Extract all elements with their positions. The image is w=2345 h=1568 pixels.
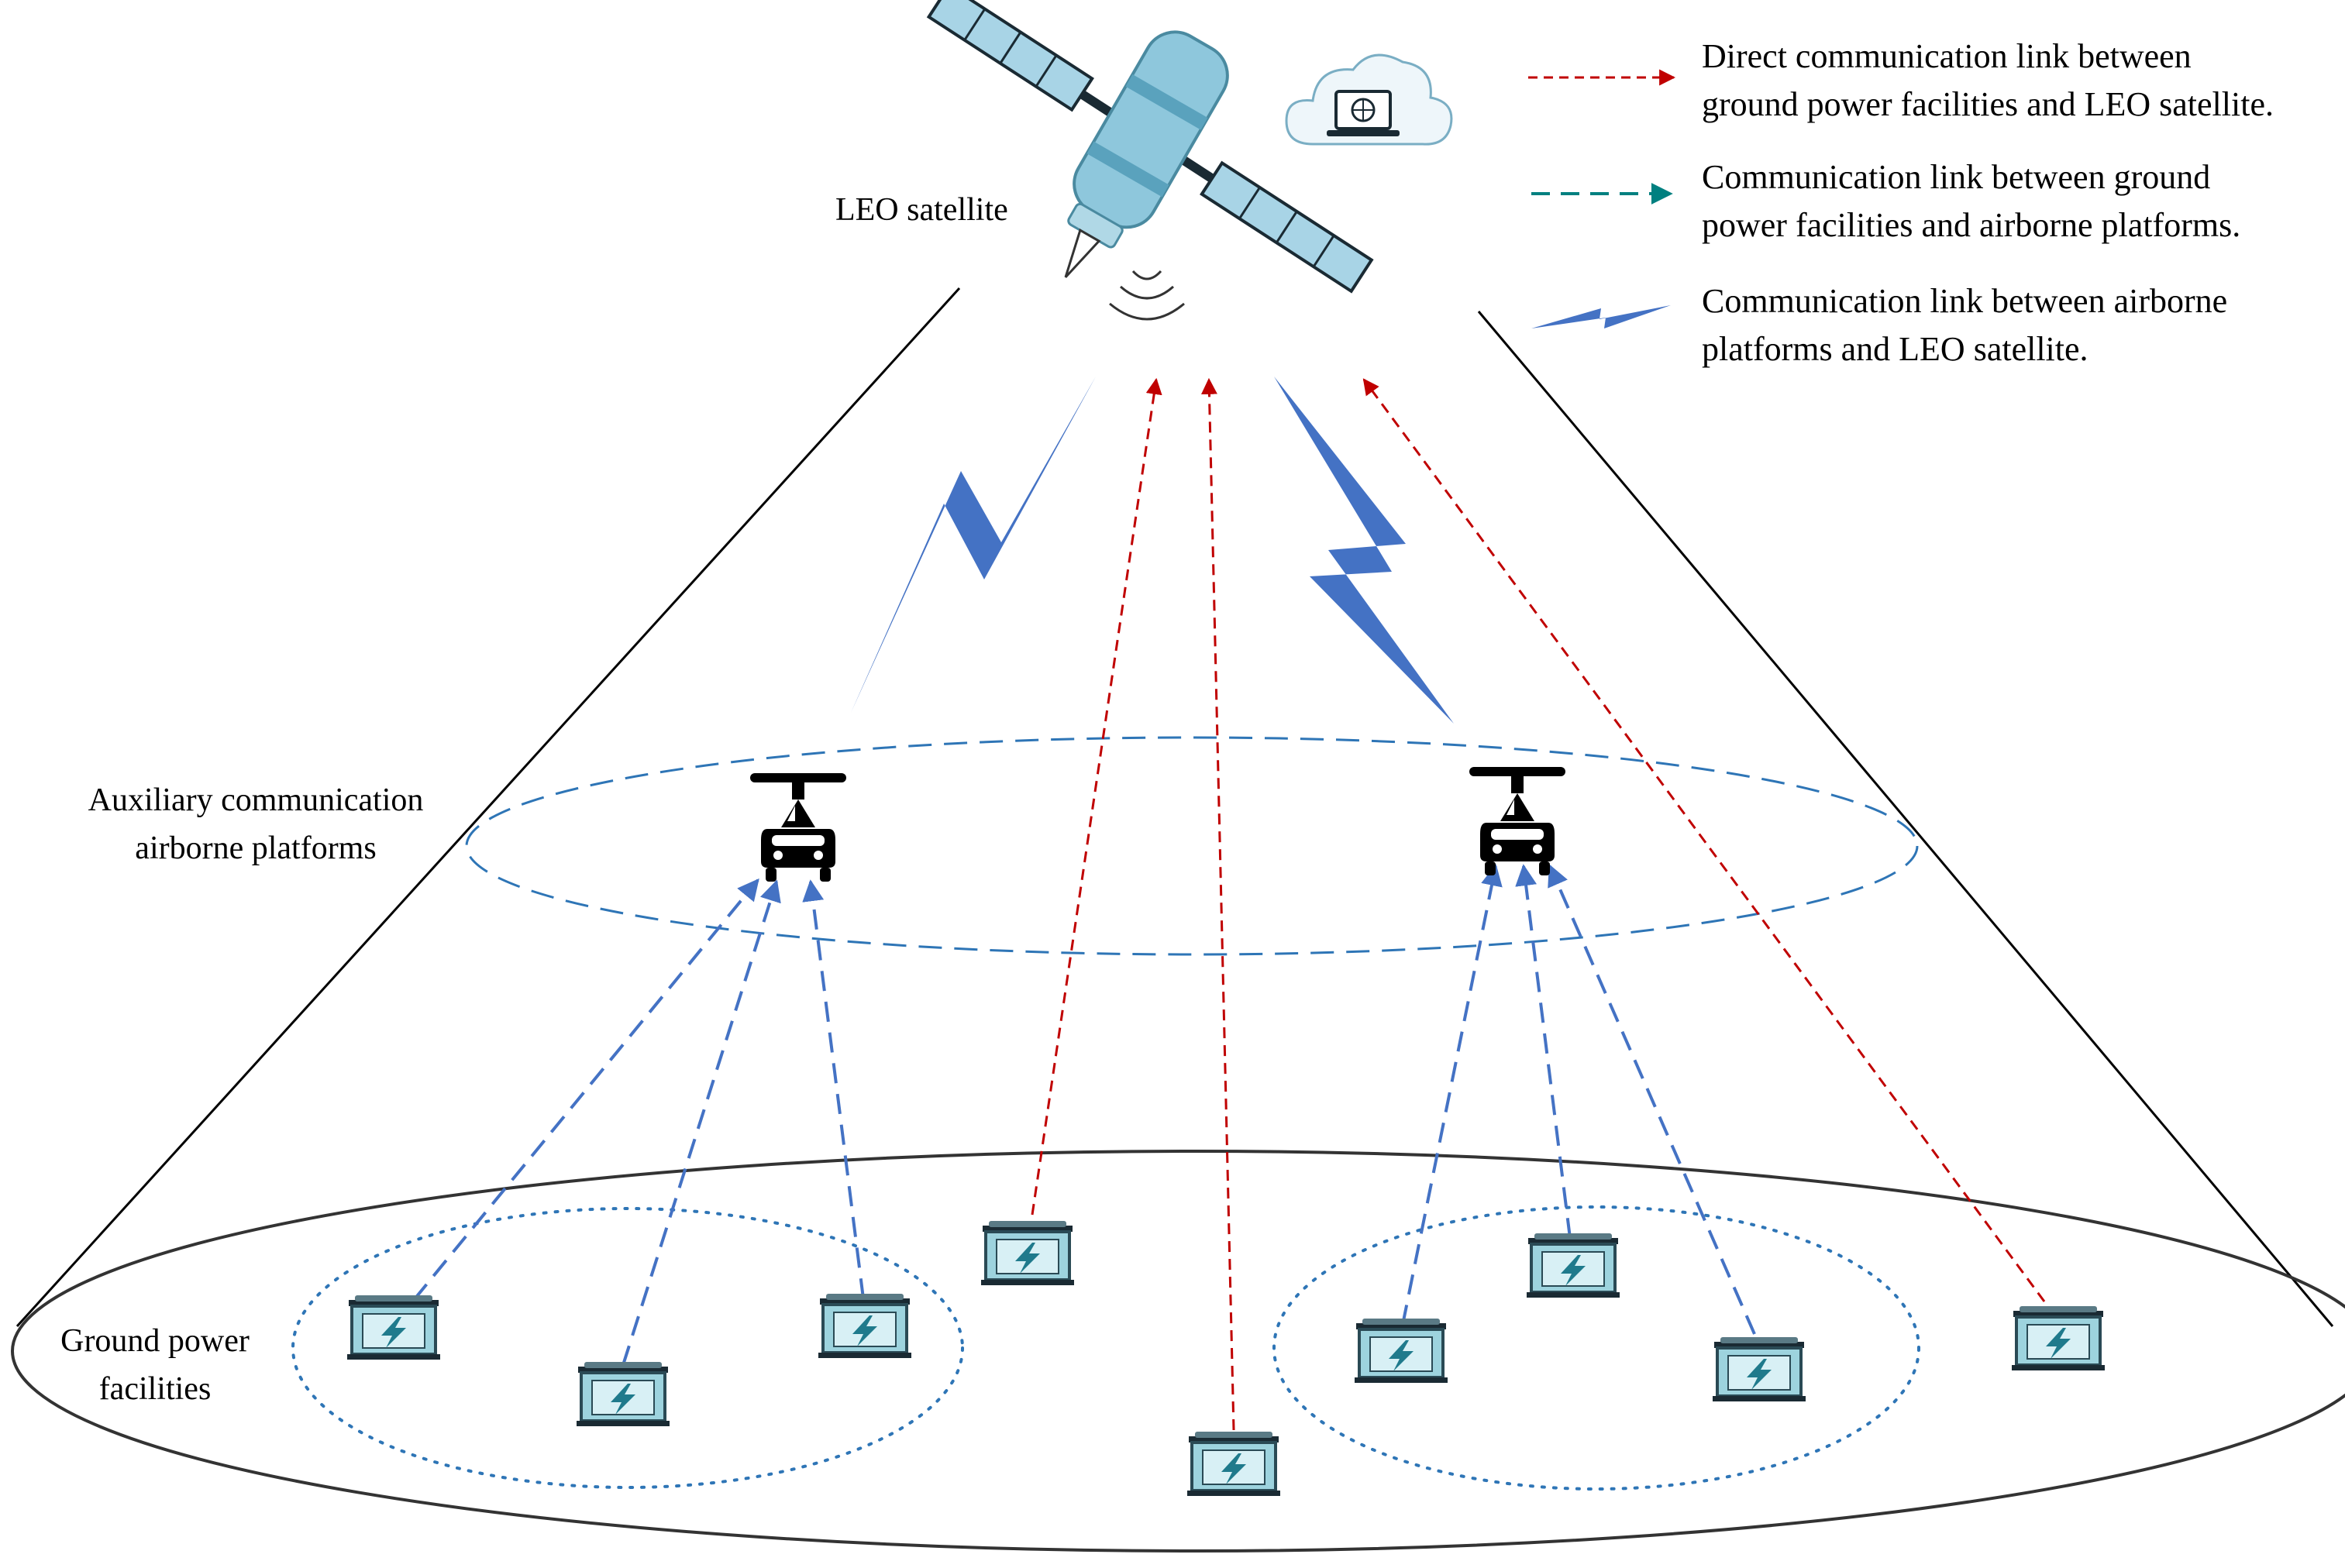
- power-facility-8: [1711, 1336, 1807, 1403]
- legend-item-ground-air: Communication link between ground power …: [1702, 153, 2240, 249]
- ground-facilities-label-line2: facilities: [98, 1371, 212, 1407]
- platforms-label-line1: Auxiliary communication: [88, 782, 424, 818]
- direct-link-2: [1200, 377, 1235, 1431]
- ground-air-link-1: [412, 878, 759, 1302]
- airborne-layer-ellipse: [465, 736, 1919, 956]
- ground-facilities-label: Ground power facilities: [31, 1317, 279, 1413]
- power-facility-7: [1525, 1232, 1621, 1299]
- power-facility-4: [980, 1219, 1076, 1287]
- power-facility-6: [1353, 1317, 1449, 1384]
- signal-waves-icon: [1109, 270, 1185, 321]
- legend-item-ground-air-line1: Communication link between ground: [1702, 158, 2211, 196]
- power-facility-3: [817, 1292, 913, 1360]
- power-facility-9: [2010, 1305, 2106, 1372]
- platforms-label: Auxiliary communication airborne platfor…: [31, 776, 480, 872]
- power-facility-1: [346, 1294, 442, 1361]
- ground-air-link-3: [802, 879, 865, 1299]
- ground-facilities-label-line1: Ground power: [60, 1323, 250, 1359]
- legend-item-lightning-line2: platforms and LEO satellite.: [1702, 330, 2088, 368]
- direct-link-1: [1031, 377, 1162, 1216]
- platforms-label-line2: airborne platforms: [135, 830, 377, 866]
- cone-edge-left: [15, 287, 961, 1328]
- satellite-icon: [926, 0, 1374, 294]
- power-facility-5: [1186, 1430, 1282, 1498]
- cluster-ellipse-right: [1272, 1205, 1920, 1491]
- lightning-link-left: [851, 377, 1096, 713]
- legend-item-direct-line2: ground power facilities and LEO satellit…: [1702, 85, 2274, 123]
- airborne-platform-left: [750, 773, 846, 882]
- airborne-platform-right: [1469, 767, 1565, 875]
- cone-edge-right: [1477, 311, 2334, 1327]
- legend-item-lightning-line1: Communication link between airborne: [1702, 282, 2228, 320]
- ground-air-link-2: [622, 879, 781, 1366]
- power-facility-2: [575, 1360, 671, 1428]
- satellite-label: LEO satellite: [835, 192, 1008, 228]
- ground-air-link-5: [1515, 864, 1572, 1239]
- legend-item-lightning: Communication link between airborne plat…: [1702, 277, 2227, 373]
- ground-air-link-6: [1548, 864, 1756, 1335]
- ground-coverage-ellipse: [11, 1150, 2345, 1553]
- direct-link-3: [1362, 378, 2046, 1302]
- lightning-link-right: [1274, 377, 1454, 724]
- cluster-ellipse-left: [291, 1207, 964, 1489]
- legend-item-ground-air-line2: power facilities and airborne platforms.: [1702, 206, 2241, 244]
- legend-item-direct-line1: Direct communication link between: [1702, 37, 2192, 75]
- legend-item-direct: Direct communication link between ground…: [1702, 33, 2274, 129]
- cloud-computer-icon: [1285, 53, 1453, 146]
- ground-air-link-4: [1401, 864, 1503, 1326]
- legend-symbol-lightning: [1531, 305, 1671, 328]
